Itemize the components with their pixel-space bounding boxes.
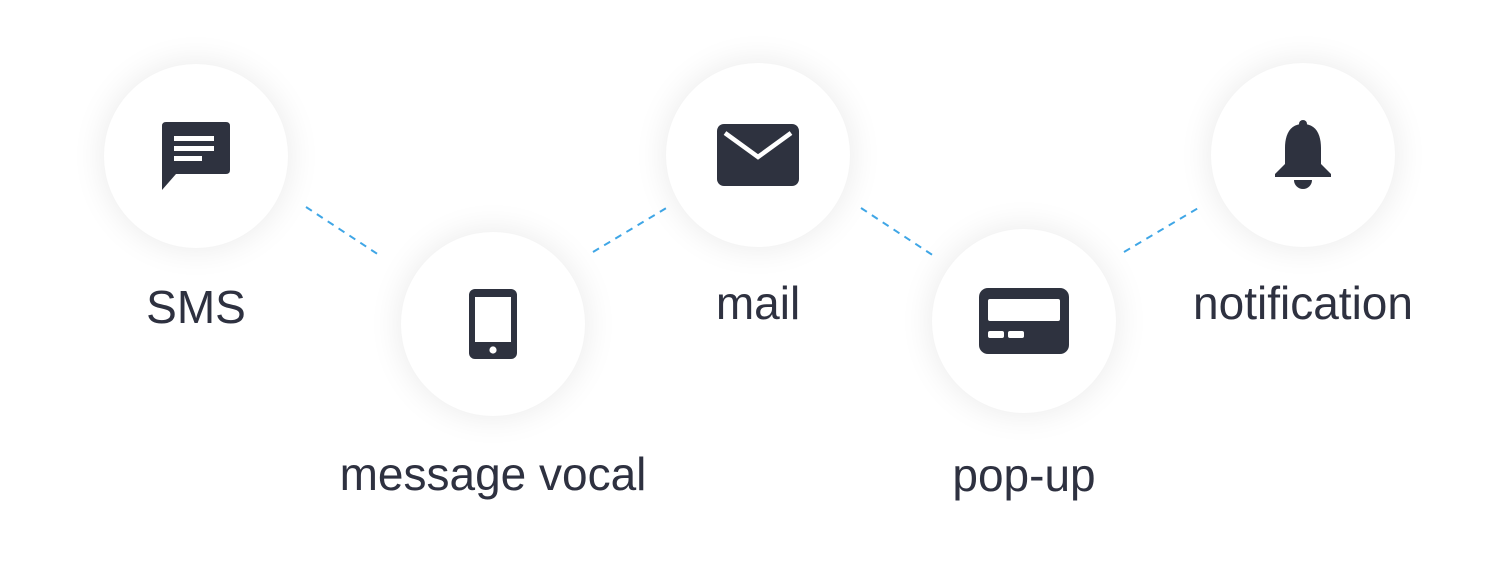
envelope-icon [717,124,799,186]
channel-sms-circle [104,64,288,248]
connector-mail-pop-up [860,207,938,259]
channel-message-vocal-label: message vocal [339,448,647,500]
channel-message-vocal-circle [401,232,585,416]
channel-pop-up-label: pop-up [952,449,1096,501]
channel-sms-label: SMS [146,281,246,333]
channel-notification-label: notification [1193,277,1413,329]
channel-pop-up-circle [932,229,1116,413]
channel-mail-label: mail [715,277,801,329]
pager-icon [979,288,1069,354]
smartphone-icon [469,289,517,359]
connector-pop-up-notification [1123,206,1201,253]
bell-icon [1273,120,1333,190]
channel-mail-circle [666,63,850,247]
chat-bubble-icon [160,120,232,192]
channel-notification-circle [1211,63,1395,247]
connector-message-vocal-mail [592,206,669,253]
connector-sms-message-vocal [305,206,383,258]
